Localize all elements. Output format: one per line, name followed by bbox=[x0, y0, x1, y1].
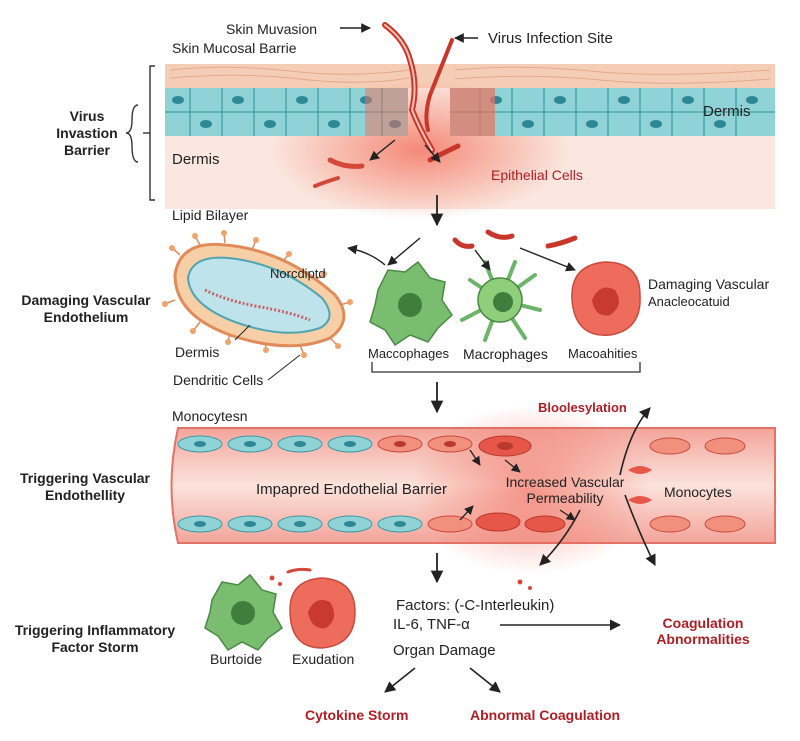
arrow-to-cytokine bbox=[384, 667, 416, 693]
side-label-line: Factor Storm bbox=[51, 639, 139, 655]
lipid-bilayer-cell bbox=[162, 230, 353, 358]
label-dermis-right: Dermis bbox=[703, 103, 751, 120]
vessel-right-cells bbox=[628, 437, 746, 533]
side-label-line: Triggering Vascular bbox=[20, 470, 150, 486]
label-line: Coagulation bbox=[662, 615, 744, 631]
side-label-line: Virus bbox=[69, 108, 105, 124]
pointer-dendritic bbox=[267, 354, 301, 381]
arrow-to-macrophage-1 bbox=[387, 237, 421, 266]
label-skin-mucosal-barrie: Skin Mucosal Barrie bbox=[172, 40, 297, 56]
arrow-to-dermis bbox=[369, 139, 396, 161]
arrow-to-epithelial bbox=[424, 144, 441, 163]
macrophage-cell-2 bbox=[460, 260, 542, 342]
label-virus-infection-site: Virus Infection Site bbox=[488, 30, 613, 47]
side-label-line: Endothelium bbox=[43, 309, 129, 325]
macoahities-cell bbox=[571, 261, 641, 336]
label-damaging-vascular: Damaging Vascular bbox=[648, 276, 770, 292]
arrow-vessel-2 bbox=[504, 459, 521, 473]
side-label-line: Invastion bbox=[56, 125, 118, 141]
virus-particles-bottom bbox=[269, 567, 532, 590]
arrow-to-abnormal-coag bbox=[469, 667, 501, 693]
arrow-vessel-3 bbox=[459, 505, 474, 521]
bracket-cells bbox=[371, 362, 641, 373]
label-dermis-middle: Dermis bbox=[175, 344, 220, 360]
side-label-line: Damaging Vascular bbox=[21, 292, 151, 308]
burtoide-cell bbox=[204, 573, 283, 651]
virus-particles-middle bbox=[452, 229, 578, 249]
label-skin-muvasion: Skin Muvasion bbox=[226, 21, 318, 37]
arrow-to-macoahities bbox=[519, 247, 576, 272]
label-organ-damage: Organ Damage bbox=[393, 642, 496, 659]
label-line: Abnormalities bbox=[656, 631, 750, 647]
side-label-triggering-storm: Triggering Inflammatory Factor Storm bbox=[10, 622, 180, 656]
side-label-line: Endothellity bbox=[44, 487, 126, 503]
label-impaired-barrier: Impapred Endothelial Barrier bbox=[256, 481, 447, 498]
label-line: Permeability bbox=[526, 490, 604, 506]
label-line: Increased Vascular bbox=[505, 474, 625, 490]
label-macoahities: Macoahities bbox=[568, 346, 638, 361]
blood-vessel bbox=[170, 405, 776, 575]
side-bracket-virus bbox=[125, 65, 155, 201]
label-anacleocatuid: Anacleocatuid bbox=[648, 294, 730, 309]
label-maccophages: Maccophages bbox=[368, 346, 449, 361]
label-dendritic-cells: Dendritic Cells bbox=[173, 372, 264, 388]
label-burtoide: Burtoide bbox=[210, 651, 263, 667]
side-label-line: Triggering Inflammatory bbox=[14, 622, 176, 638]
label-monocytesn: Monocytesn bbox=[172, 408, 248, 424]
label-exudation: Exudation bbox=[292, 651, 355, 667]
arrow-down-left bbox=[539, 509, 581, 566]
arrow-vessel-4 bbox=[559, 509, 576, 521]
label-abnormal-coagulation: Abnormal Coagulation bbox=[470, 707, 621, 723]
side-label-virus-invasion: Virus Invastion Barrier bbox=[52, 108, 122, 159]
vessel-bottom-cells bbox=[177, 512, 566, 533]
skin-section bbox=[165, 22, 775, 220]
arrow-to-lipid-cell bbox=[347, 244, 386, 266]
arrow-to-macrophage-2 bbox=[474, 249, 491, 271]
exudation-cell bbox=[289, 577, 356, 649]
label-coagulation-abnormalities: Coagulation Abnormalities bbox=[640, 615, 766, 647]
label-il6-tnf: IL-6, TNF-α bbox=[393, 616, 470, 633]
macrophage-cell-1 bbox=[369, 260, 453, 347]
label-lipid-bilayer: Lipid Bilayer bbox=[172, 207, 249, 223]
vessel-top-cells bbox=[177, 435, 532, 457]
side-label-damaging-endothelium: Damaging Vascular Endothelium bbox=[14, 292, 158, 326]
arrow-vessel-1 bbox=[469, 449, 481, 466]
pointer-dermis bbox=[234, 324, 251, 341]
side-label-line: Barrier bbox=[64, 142, 110, 158]
label-factors: Factors: (-C-Interleukin) bbox=[396, 597, 555, 614]
side-label-triggering-endothellity: Triggering Vascular Endothellity bbox=[10, 470, 160, 504]
arrow-down-right bbox=[624, 494, 656, 567]
label-increased-permeability: Increased Vascular Permeability bbox=[500, 474, 630, 506]
epithelial-cell-row bbox=[165, 88, 775, 136]
arrow-up-right bbox=[619, 407, 651, 476]
label-bloolesylation: Bloolesylation bbox=[538, 400, 627, 415]
label-epithelial-cells: Epithelial Cells bbox=[491, 167, 583, 183]
label-macrophages: Macrophages bbox=[463, 346, 548, 362]
label-monocytes: Monocytes bbox=[664, 484, 732, 500]
label-dermis-left: Dermis bbox=[172, 151, 220, 168]
label-cytokine-storm: Cytokine Storm bbox=[305, 707, 409, 723]
label-norcdiptd: Norcdiptd bbox=[270, 266, 326, 281]
